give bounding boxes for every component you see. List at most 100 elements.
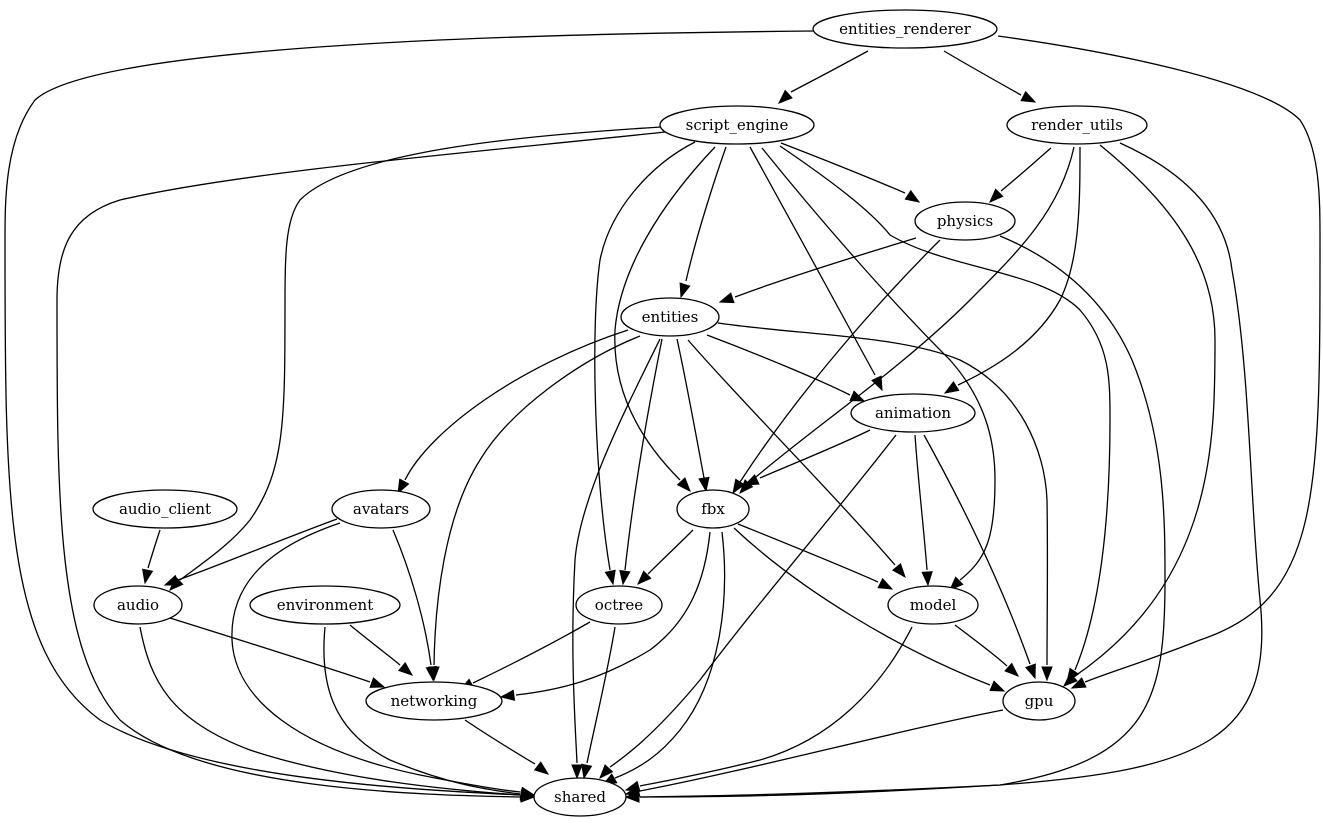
edge-line [749,146,876,376]
node-label: audio [117,596,159,614]
edge-line [761,147,996,581]
edge-line [749,146,1075,483]
edge-fbx-to-shared [601,531,726,786]
node-environment: environment [249,585,401,625]
edge-line [614,146,716,481]
edge-fbx-to-model [737,523,894,590]
arrowhead-icon [777,89,793,104]
edge-fbx-to-gpu [733,527,1006,692]
node-label: environment [277,596,373,614]
node-physics: physics [914,201,1016,241]
edge-script_engine-to-entities [679,146,727,299]
edge-line [323,626,521,795]
node-label: render_utils [1031,116,1123,134]
edge-entities_renderer-to-gpu [997,35,1321,689]
edge-fbx-to-networking [499,531,711,701]
node-ellipse [659,105,815,145]
node-render-utils: render_utils [1006,105,1148,145]
edge-script_engine-to-model [761,147,996,591]
edge-fbx-to-octree [637,529,694,585]
edge-line [515,531,711,696]
edge-physics-to-entities [718,237,917,304]
edge-line [997,35,1321,683]
arrowhead-icon [743,474,760,486]
edge-line [733,527,991,686]
edge-render_utils-to-gpu [1062,144,1216,687]
edge-audio-to-networking [169,617,386,688]
node-shared: shared [533,777,627,817]
edge-line [624,338,663,571]
arrowhead-icon [619,569,631,586]
arrowhead-icon [1020,90,1037,103]
node-ellipse [1006,105,1148,145]
arrowhead-icon [637,570,652,585]
arrowhead-icon [624,785,641,797]
edge-line [734,237,917,298]
node-entities-renderer: entities_renderer [812,9,998,49]
edge-audio_client-to-audio [142,529,161,585]
edge-entities-to-gpu [717,322,1053,682]
node-ellipse [249,585,401,625]
node-ellipse [533,777,627,817]
edge-entities-to-animation [706,334,866,402]
arrowhead-icon [904,189,921,203]
arrowhead-icon [1004,662,1020,677]
edge-line [790,50,869,93]
edge-line [1000,147,1052,192]
node-ellipse [1002,681,1076,721]
arrowhead-icon [581,763,593,780]
edge-line [687,339,896,566]
edge-animation-to-shared [599,434,897,780]
edge-line [179,126,662,581]
edge-line [957,146,1081,386]
edge-avatars-to-audio [163,518,338,586]
node-label: avatars [353,500,409,518]
edge-physics-to-fbx [732,239,941,495]
edge-line [685,146,727,282]
edge-line [706,334,851,396]
edge-line [169,617,371,683]
edge-line [780,142,906,194]
edge-entities_renderer-to-script_engine [777,50,869,104]
edge-entities-to-shared [571,338,661,780]
node-fbx: fbx [676,489,750,529]
node-ellipse [620,297,720,337]
edge-model-to-shared [624,626,913,792]
edge-line [779,145,1111,671]
node-ellipse [92,489,238,529]
node-label: audio_client [119,500,211,518]
node-ellipse [676,489,750,529]
edge-line [609,434,897,768]
edge-line [472,621,591,684]
arrowhead-icon [921,571,933,587]
arrowhead-icon [163,574,180,586]
node-animation: animation [850,393,976,433]
edge-line [923,434,1031,665]
edge-gpu-to-shared [624,709,1004,797]
edge-line [177,518,338,581]
edge-script_engine-to-fbx [614,146,716,493]
arrowhead-icon [718,292,735,304]
edge-animation-to-fbx [743,429,871,486]
node-label: shared [554,788,606,806]
edge-entities-to-model [687,339,906,579]
edge-entities_renderer-to-render_utils [943,50,1037,103]
node-label: entities_renderer [839,20,971,38]
node-ellipse [331,489,431,529]
arrowhead-icon [698,476,710,493]
edge-line [737,523,879,583]
arrowhead-icon [599,764,614,780]
node-label: animation [875,404,951,422]
node-ellipse [850,393,976,433]
node-label: gpu [1025,692,1054,710]
edge-line [914,434,928,571]
arrowhead-icon [679,282,691,299]
node-gpu: gpu [1002,681,1076,721]
edge-line [759,429,871,479]
edge-line [739,239,941,483]
arrowhead-icon [877,577,894,590]
edge-line [231,522,521,793]
arrowhead-icon [732,478,746,495]
